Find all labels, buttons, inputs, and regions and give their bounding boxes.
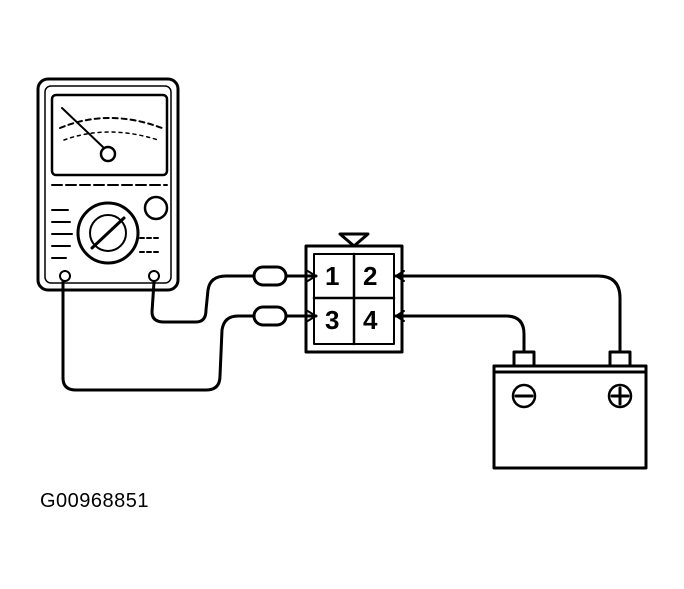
probe-icon (252, 305, 318, 327)
pin-4-label: 4 (363, 305, 378, 335)
multimeter-icon (36, 77, 180, 292)
wire-negative (394, 314, 526, 354)
probe-icon (252, 265, 318, 287)
wire-positive (394, 274, 622, 354)
test-lead-1 (150, 274, 256, 324)
test-lead-2 (61, 280, 256, 392)
battery-icon (492, 350, 648, 470)
positive-terminal-icon (607, 383, 633, 409)
pin-3-label: 3 (325, 305, 339, 335)
connector-icon (304, 232, 404, 354)
figure-id: G00968851 (40, 490, 150, 512)
pin-1-label: 1 (325, 261, 339, 291)
pin-2-label: 2 (363, 261, 377, 291)
negative-terminal-icon (511, 383, 537, 409)
